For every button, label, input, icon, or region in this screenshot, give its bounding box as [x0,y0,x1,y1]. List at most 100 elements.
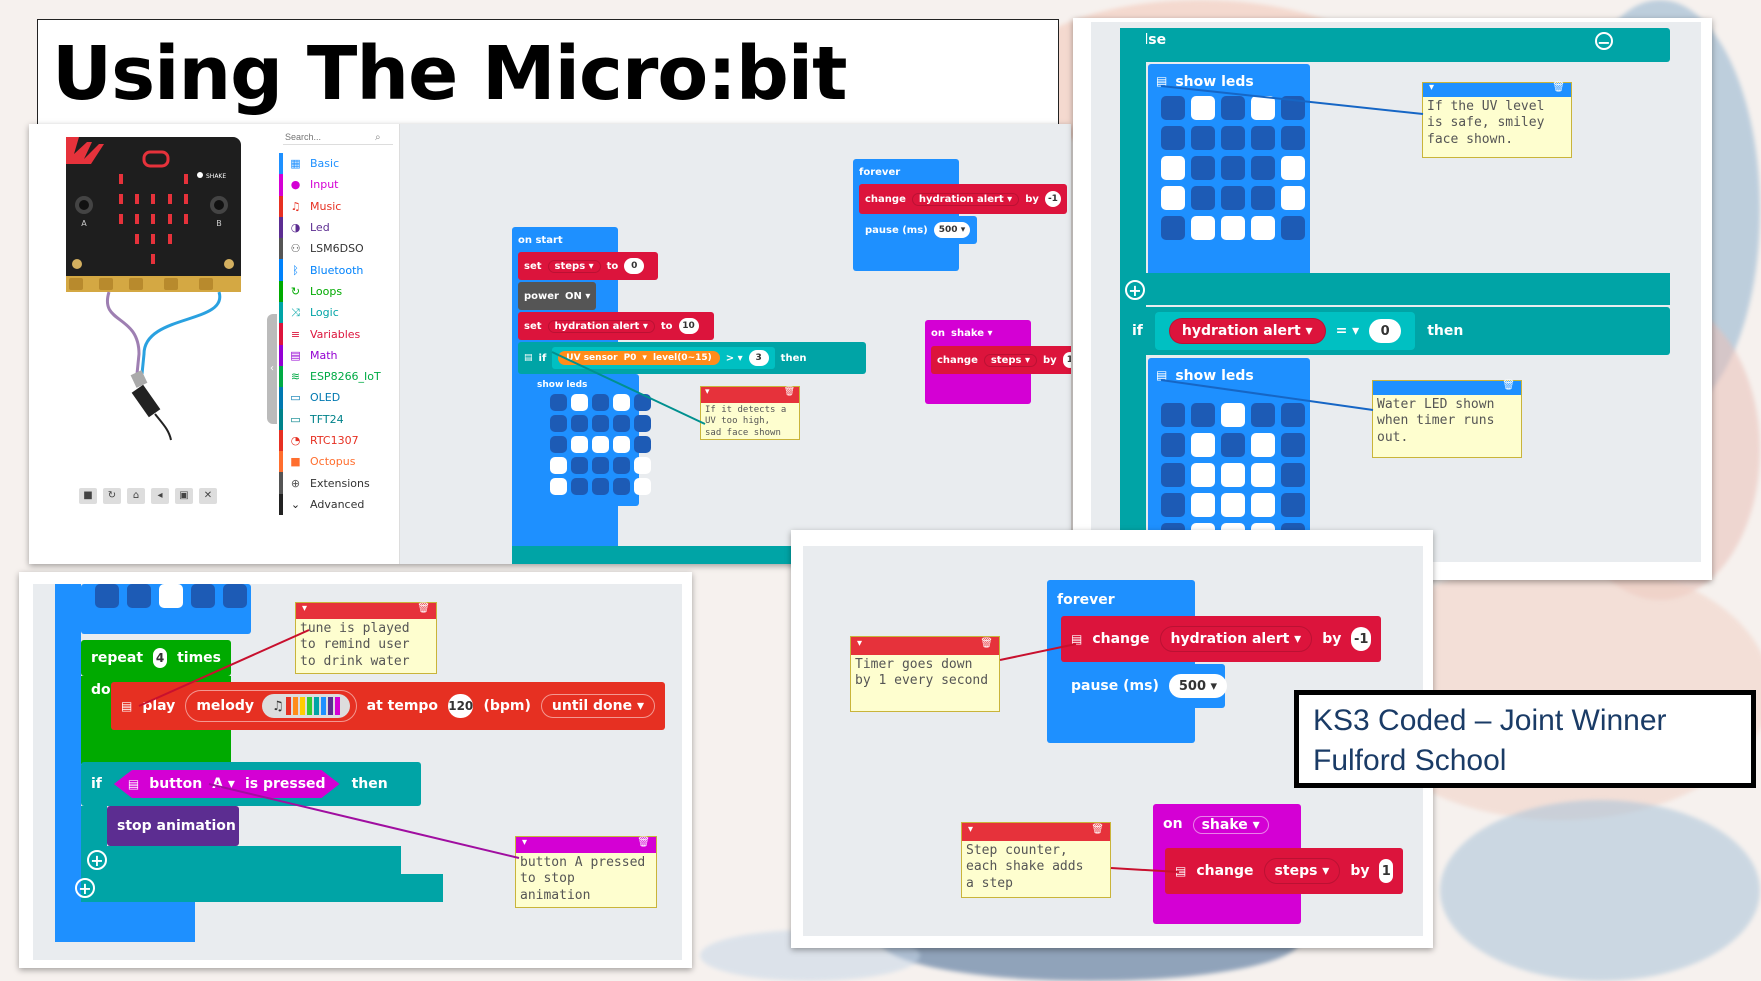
comment-water-led[interactable]: 🗑 Water LED shown when timer runs out. [1372,380,1522,458]
uv-sensor-block[interactable]: UV sensor P0▾ level(0~15) [558,351,720,365]
toolbox-category-basic[interactable]: ▦Basic [279,153,399,175]
plus-circle-icon[interactable]: + [1125,280,1145,300]
trash-icon[interactable]: 🗑 [1502,380,1515,391]
if-button-block[interactable]: if ▤ button A ▾ is pressed then [81,762,421,806]
melody-block[interactable]: melody ♫ [185,690,357,722]
led-cell[interactable] [1161,186,1185,210]
pin-dropdown[interactable]: P0 [623,353,637,363]
if-hydration-block[interactable]: if hydration alert ▾ = ▾ 0 then [1120,307,1670,355]
variable-dropdown[interactable]: hydration alert ▾ [1159,626,1313,652]
change-steps-block[interactable]: ▤ change steps ▾ by 1 [1165,848,1403,894]
led-cell[interactable] [1251,403,1275,427]
led-cell[interactable] [1191,96,1215,120]
comment-header[interactable]: ▾🗑 [296,603,436,619]
toolbox-category-oled[interactable]: ▭OLED [279,387,399,409]
compare-condition[interactable]: hydration alert ▾ = ▾ 0 [1154,312,1416,350]
led-cell[interactable] [1251,493,1275,517]
led-cell[interactable] [1191,403,1215,427]
led-cell[interactable] [1281,96,1305,120]
led-cell[interactable] [613,415,630,432]
led-cell[interactable] [592,457,609,474]
led-cell[interactable] [613,394,630,411]
comment-icon[interactable]: ▤ [524,353,533,363]
compare-value[interactable]: 0 [1369,319,1402,343]
led-cell[interactable] [1221,216,1245,240]
led-cell[interactable] [191,584,215,608]
led-cell[interactable] [1221,433,1245,457]
led-cell[interactable] [1191,186,1215,210]
chevron-down-icon[interactable]: ▾ [705,387,710,397]
comment-uv-high[interactable]: ▾🗑 If it detects a UV too high, sad face… [700,386,800,440]
power-block[interactable]: power ON ▾ [518,282,596,310]
led-cell[interactable] [1161,126,1185,150]
led-cell[interactable] [634,394,651,411]
led-cell[interactable] [1251,156,1275,180]
melody-editor[interactable]: ♫ [261,694,350,718]
led-cell[interactable] [634,436,651,453]
search-input[interactable] [283,131,375,143]
power-dropdown[interactable]: ON ▾ [564,290,591,302]
toolbox-category-octopus[interactable]: ■Octopus [279,451,399,473]
steps-value[interactable]: 0 [624,258,645,274]
led-cell[interactable] [1221,463,1245,487]
screenshot-icon[interactable]: ▣ [175,488,193,504]
led-cell[interactable] [550,457,567,474]
shake-dropdown[interactable]: shake ▾ [1192,816,1269,834]
led-cell[interactable] [1191,216,1215,240]
led-cell[interactable] [1161,403,1185,427]
value-input[interactable]: -1 [1351,627,1371,651]
led-cell[interactable] [1161,216,1185,240]
change-hydration-block[interactable]: ▤ change hydration alert ▾ by -1 [1061,616,1381,662]
change-hydration-block[interactable]: change hydration alert ▾ by -1 [859,184,1067,214]
comment-icon[interactable]: ▤ [127,777,140,791]
hydration-value[interactable]: 10 [678,318,699,334]
led-cell[interactable] [159,584,183,608]
toolbox-category-advanced[interactable]: ⌄Advanced [279,493,399,516]
variable-dropdown[interactable]: hydration alert ▾ [911,192,1020,206]
led-cell[interactable] [1251,463,1275,487]
led-cell[interactable] [613,478,630,495]
comment-icon[interactable]: ▤ [1156,368,1168,382]
led-cell[interactable] [1191,463,1215,487]
tempo-value[interactable]: 120 [448,694,474,718]
comment-icon[interactable]: ▤ [1156,74,1168,88]
led-grid[interactable] [550,394,651,495]
toolbox-category-music[interactable]: ♫Music [279,195,399,217]
plus-circle-icon[interactable]: + [75,878,95,898]
repeat-count[interactable]: 4 [153,648,168,668]
led-cell[interactable] [613,436,630,453]
led-cell[interactable] [634,457,651,474]
threshold-value[interactable]: 3 [748,350,769,366]
stop-animation-block[interactable]: stop animation [107,806,239,846]
led-cell[interactable] [1191,126,1215,150]
chevron-down-icon[interactable]: ▾ [522,837,528,848]
led-cell[interactable] [1221,96,1245,120]
led-cell[interactable] [1161,156,1185,180]
comment-header[interactable]: ▾🗑 [962,823,1110,841]
comment-header[interactable]: ▾🗑 [851,637,999,655]
repeat-block[interactable]: repeat 4 times [81,640,231,676]
else-bar[interactable]: else [1120,28,1670,62]
led-cell[interactable] [634,415,651,432]
toolbox-category-variables[interactable]: ≡Variables [279,323,399,345]
led-cell[interactable] [571,436,588,453]
trash-icon[interactable]: 🗑 [637,837,650,848]
close-icon[interactable]: ✕ [199,488,217,504]
led-grid[interactable] [1161,96,1305,240]
trash-icon[interactable]: 🗑 [1552,82,1565,93]
comment-icon[interactable]: ▤ [121,699,133,713]
trash-icon[interactable]: 🗑 [783,387,795,397]
comment-icon[interactable]: ▤ [1175,864,1187,878]
led-cell[interactable] [1221,156,1245,180]
steps-increment[interactable]: 1 [1379,859,1393,883]
audio-icon[interactable]: ◂ [151,488,169,504]
led-cell[interactable] [223,584,247,608]
toolbox-category-lsm6dso[interactable]: ⚇LSM6DSO [279,238,399,260]
if-uv-block[interactable]: ▤ if UV sensor P0▾ level(0~15) > ▾ 3 the… [518,342,866,374]
led-cell[interactable] [1251,216,1275,240]
led-cell[interactable] [1161,463,1185,487]
operator-dropdown[interactable]: > ▾ [725,352,743,364]
toolbox-category-logic[interactable]: ⤨Logic [279,302,399,324]
led-cell[interactable] [1251,126,1275,150]
